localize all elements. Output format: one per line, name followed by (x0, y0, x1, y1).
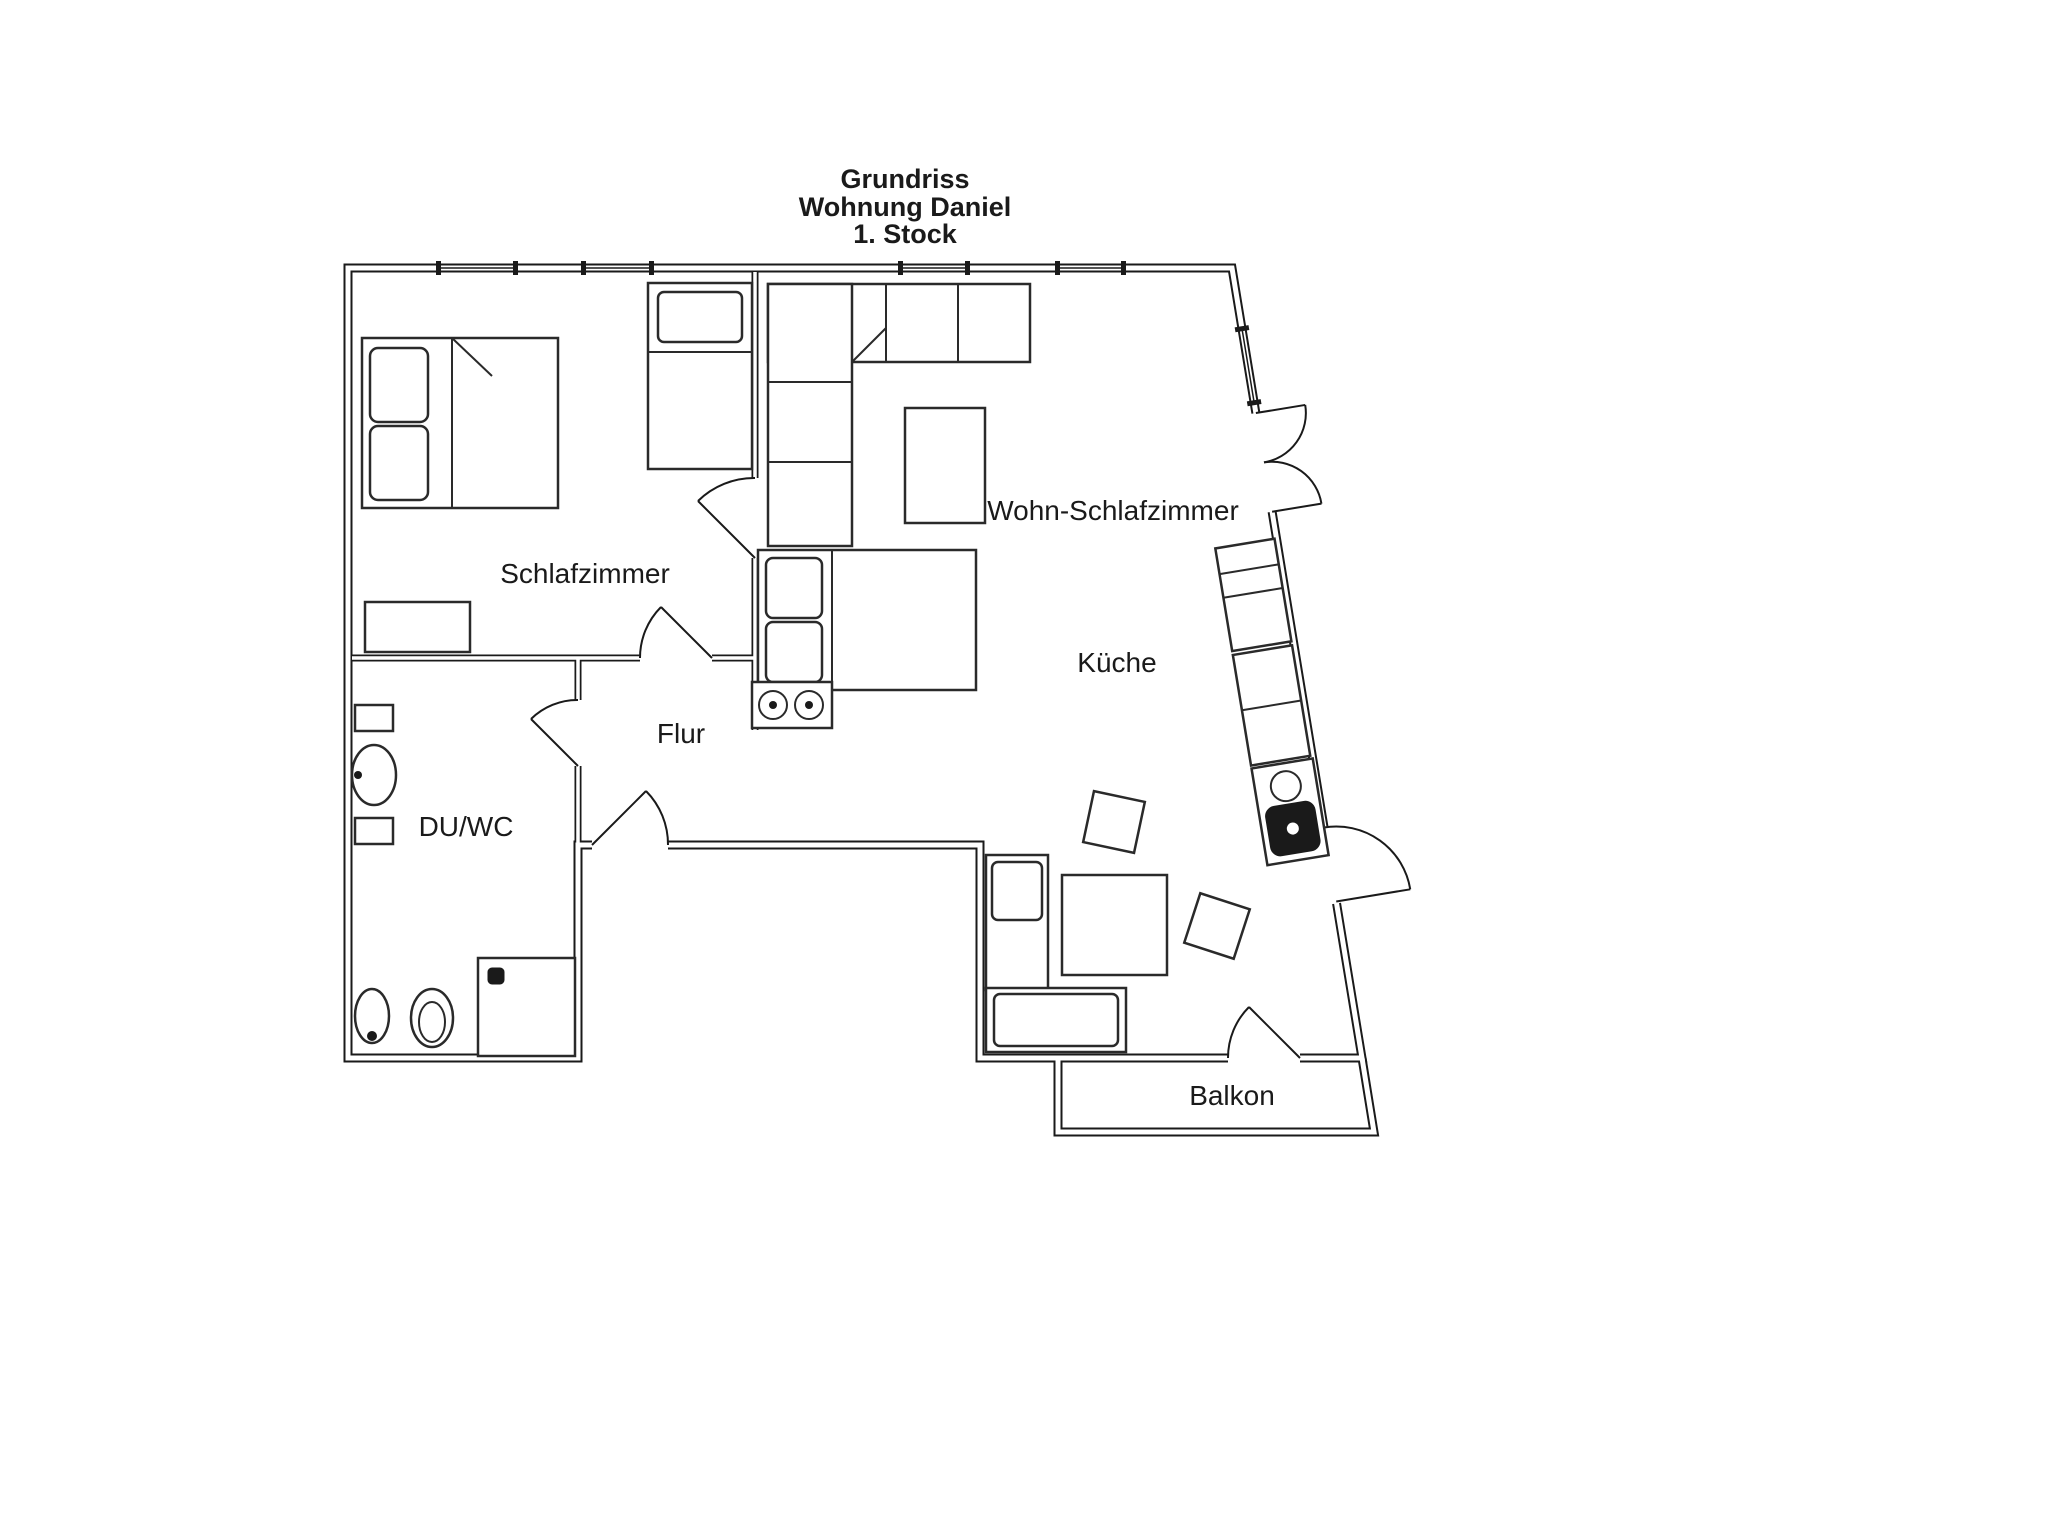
door-opening (1228, 1049, 1300, 1067)
wohn-schlafzimmer-room (750, 282, 1032, 730)
kueche-label: Küche (1077, 647, 1156, 678)
schlafzimmer-room (360, 281, 754, 654)
faucet (354, 771, 362, 779)
schlafzimmer-label: Schlafzimmer (500, 558, 670, 589)
cooktop (750, 680, 834, 730)
walls (343, 263, 1380, 1137)
pillow (368, 346, 430, 424)
bidet (353, 987, 391, 1045)
door-opening (640, 650, 712, 666)
title-line3: 1. Stock (853, 219, 958, 249)
door-opening (747, 478, 763, 558)
dining-table (1060, 873, 1169, 977)
plan-title: Grundriss Wohnung Daniel 1. Stock (799, 164, 1011, 249)
door-schlafzimmer-wohnzimmer (697, 476, 756, 559)
window (1234, 325, 1262, 407)
door-entrance (591, 790, 670, 846)
bench-sofa (984, 853, 1128, 1054)
bathroom (350, 703, 577, 1058)
wohn-schlafzimmer-label: Wohn-Schlafzimmer (987, 495, 1239, 526)
burner (794, 690, 824, 720)
pillow (368, 424, 430, 502)
vanity-shelf (353, 703, 395, 733)
pillow (656, 290, 744, 344)
dresser (363, 600, 472, 654)
shower-drain (487, 967, 505, 985)
dining-area (984, 789, 1252, 1054)
window (1055, 261, 1126, 275)
stool (1081, 789, 1147, 855)
door-duwc (530, 698, 579, 767)
balkon-label: Balkon (1189, 1080, 1275, 1111)
french-door (1255, 403, 1323, 513)
single-bed (646, 281, 754, 471)
guest-bed (756, 548, 978, 692)
flur-label: Flur (657, 718, 705, 749)
door-opening (592, 836, 668, 854)
kitchen-counter (1213, 537, 1312, 767)
cushion (990, 860, 1044, 922)
title-line1: Grundriss (840, 164, 969, 194)
doors (530, 476, 1301, 1059)
slanted-wall-zone (1213, 325, 1412, 905)
shower (476, 956, 577, 1058)
windows (436, 261, 1126, 275)
bathroom-sink (350, 743, 398, 807)
door-balcony (1226, 1006, 1301, 1059)
window (436, 261, 518, 275)
kitchen-sink (1250, 756, 1331, 867)
burner (758, 690, 788, 720)
window (898, 261, 970, 275)
du-wc-label: DU/WC (419, 811, 514, 842)
stool (1182, 891, 1252, 961)
room-labels: Schlafzimmer Wohn-Schlafzimmer Küche Flu… (419, 495, 1275, 1111)
window (581, 261, 654, 275)
double-bed (360, 336, 560, 510)
cushion (992, 992, 1120, 1048)
title-line2: Wohnung Daniel (799, 192, 1011, 222)
corner-sofa (766, 282, 1032, 548)
toilet (409, 987, 455, 1049)
coffee-table (903, 406, 987, 525)
pillow (764, 556, 824, 620)
door-opening (570, 700, 586, 766)
side-door (1323, 825, 1412, 903)
door-schlafzimmer (638, 606, 713, 659)
pillow (764, 620, 824, 684)
vanity-shelf (353, 816, 395, 846)
